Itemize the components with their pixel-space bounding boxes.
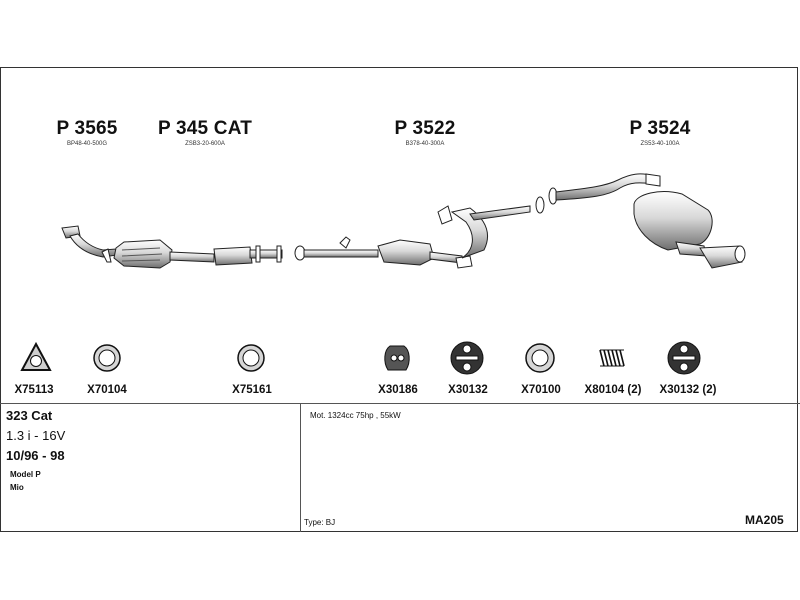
part-reference: B378-40-300A — [405, 141, 445, 147]
diagram-frame — [0, 67, 798, 532]
part-front-pipe[interactable]: P 3565 BP48-40-500G — [47, 118, 127, 147]
vehicle-type: Type: BJ — [304, 518, 336, 527]
part-catalytic-converter[interactable]: P 345 CAT ZSB3-20-600A — [145, 118, 265, 147]
triangle-flange-gasket-icon — [20, 341, 52, 371]
part-number: P 3522 — [394, 118, 456, 139]
info-divider — [300, 404, 301, 532]
part-reference: ZSB3-20-600A — [185, 141, 225, 147]
accessory-label[interactable]: X70100 — [521, 384, 561, 396]
part-reference: ZS53-40-100A — [640, 141, 680, 147]
ring-gasket-icon — [93, 344, 121, 372]
vehicle-engine: 1.3 i - 16V — [6, 428, 66, 443]
accessory-label[interactable]: X75161 — [232, 384, 272, 396]
rubber-hanger-icon — [667, 341, 701, 375]
spring-icon — [599, 349, 625, 367]
catalytic-converter-shape — [113, 239, 283, 269]
vehicle-model-line: Model P — [10, 470, 41, 479]
rear-silencer-shape — [548, 173, 746, 269]
accessory-label[interactable]: X75113 — [14, 384, 54, 396]
catalog-code: MA205 — [745, 513, 784, 527]
part-number: P 3524 — [629, 118, 691, 139]
centre-silencer-shape — [294, 196, 545, 269]
vehicle-model: 323 Cat — [6, 408, 53, 423]
ring-gasket-icon — [525, 343, 555, 373]
rubber-hanger-icon — [384, 345, 410, 371]
vehicle-years: 10/96 - 98 — [6, 448, 65, 463]
accessory-label[interactable]: X30132 (2) — [659, 384, 717, 396]
section-divider — [0, 403, 800, 404]
part-rear-silencer[interactable]: P 3524 ZS53-40-100A — [615, 118, 705, 147]
ring-gasket-icon — [237, 344, 265, 372]
part-centre-silencer[interactable]: P 3522 B378-40-300A — [385, 118, 465, 147]
part-number: P 3565 — [56, 118, 118, 139]
motor-spec: Mot. 1324cc 75hp , 55kW — [310, 411, 401, 420]
rubber-hanger-icon — [450, 341, 484, 375]
accessory-label[interactable]: X30132 — [448, 384, 488, 396]
part-number: P 345 CAT — [157, 118, 253, 139]
accessory-label[interactable]: X30186 — [378, 384, 418, 396]
part-reference: BP48-40-500G — [66, 141, 108, 147]
accessory-label[interactable]: X70104 — [87, 384, 127, 396]
accessory-label[interactable]: X80104 (2) — [584, 384, 642, 396]
vehicle-variant: Mio — [10, 483, 24, 492]
